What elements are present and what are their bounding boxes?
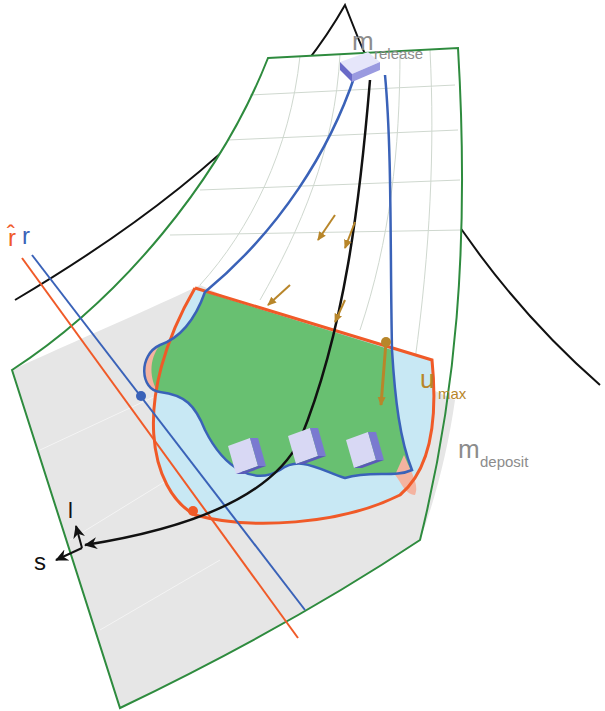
- surface-outline: [12, 48, 462, 708]
- runout-zone: [12, 285, 455, 708]
- mass-symbol: m: [458, 436, 480, 462]
- mass-symbol: m: [352, 28, 374, 54]
- axis-label: l: [68, 500, 73, 522]
- axis-l: [76, 526, 82, 548]
- mass-subscript: release: [374, 46, 423, 61]
- mass-cubes: [228, 52, 384, 474]
- observed-runout-point: [136, 391, 146, 401]
- runout-symbol: r̂: [8, 226, 16, 250]
- axis-label: s: [34, 550, 46, 574]
- velocity-symbol: u: [420, 366, 434, 392]
- observed-runout-line: [32, 255, 305, 610]
- flow-path: [85, 80, 370, 545]
- slope-surface: [12, 48, 462, 708]
- axis-s: [56, 548, 82, 560]
- mass-subscript: deposit: [480, 454, 528, 469]
- max-velocity-point: [381, 337, 391, 347]
- predicted-runout-point: [188, 506, 198, 516]
- velocity-arrows: [268, 215, 386, 405]
- runout-symbol: r: [22, 224, 30, 248]
- observed-deposit-area: [144, 292, 412, 478]
- observed-outline: [144, 75, 412, 478]
- velocity-subscript: max: [438, 386, 466, 401]
- predicted-runout-line: [22, 258, 298, 638]
